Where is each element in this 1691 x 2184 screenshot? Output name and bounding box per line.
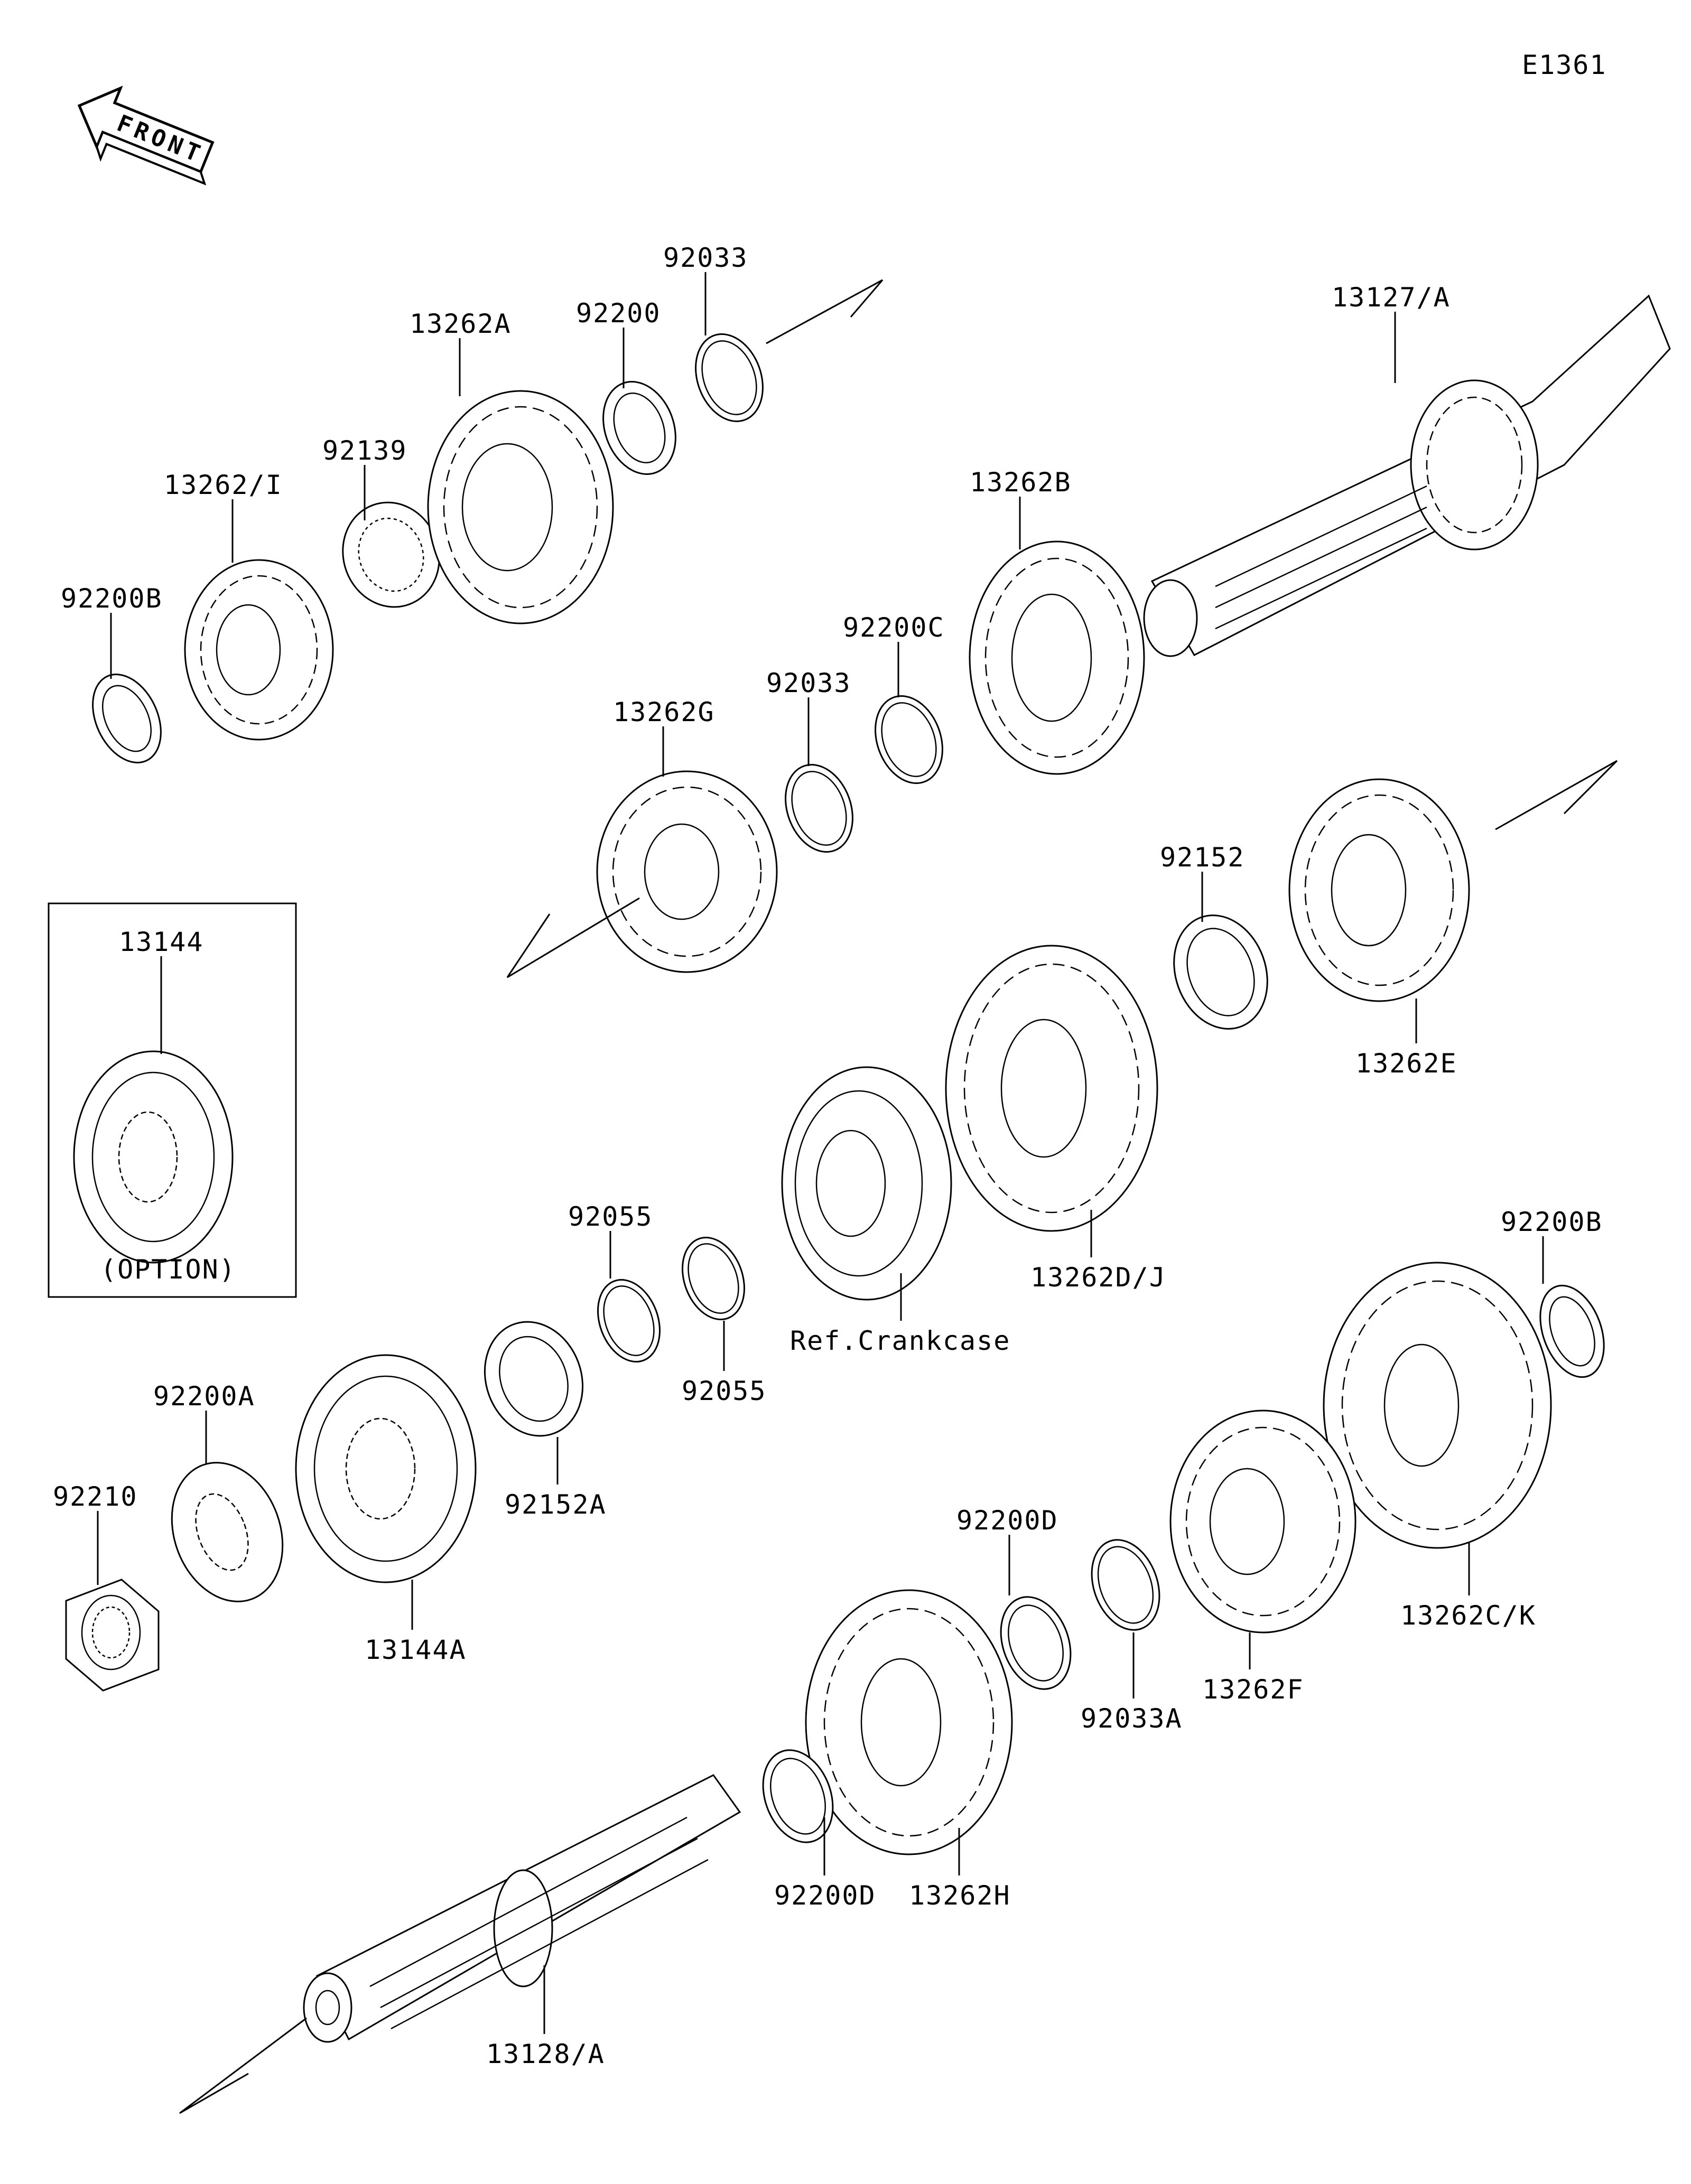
callout-13262B: 13262B xyxy=(970,467,1072,498)
callout-92200C: 92200C xyxy=(843,612,945,643)
callout-13262CK: 13262C/K xyxy=(1400,1600,1536,1631)
callout-92033-mid: 92033 xyxy=(766,668,851,698)
oring-92055-b xyxy=(682,1237,745,1320)
callout-13144: 13144 xyxy=(119,927,204,957)
callout-92152: 92152 xyxy=(1160,842,1245,873)
gear-13262DJ xyxy=(945,945,1158,1232)
callout-92200B-top: 92200B xyxy=(61,583,163,614)
axis-line-top xyxy=(766,279,884,344)
gear-13262H xyxy=(805,1589,1013,1855)
washer-92200B-top xyxy=(92,674,162,763)
callout-92200B-right: 92200B xyxy=(1501,1207,1603,1237)
callout-13262G: 13262G xyxy=(613,697,715,727)
callout-13128A: 13128/A xyxy=(486,2039,605,2069)
leader-lines xyxy=(97,272,1544,2034)
callout-13262DJ: 13262D/J xyxy=(1030,1262,1166,1293)
gear-13262E xyxy=(1288,778,1470,1002)
callout-92055-b: 92055 xyxy=(682,1376,767,1406)
callout-92139: 92139 xyxy=(322,435,407,466)
callout-92200D-a: 92200D xyxy=(956,1505,1058,1536)
option-box xyxy=(48,902,297,1298)
washer-92200A xyxy=(171,1462,284,1602)
callout-92200: 92200 xyxy=(576,298,661,329)
callout-13262I: 13262/I xyxy=(164,470,283,500)
axis-line-mid-right xyxy=(1495,760,1618,830)
bearing-ref-crankcase xyxy=(781,1066,952,1301)
callout-ref-crankcase: Ref.Crankcase xyxy=(790,1326,1010,1356)
callout-92210: 92210 xyxy=(53,1481,138,1512)
gear-13262F xyxy=(1169,1410,1356,1634)
callout-92033-top: 92033 xyxy=(663,242,748,273)
gear-13262CK xyxy=(1323,1262,1552,1549)
collar-92152A xyxy=(484,1321,584,1437)
oring-92055-a xyxy=(597,1279,661,1362)
circlip-92033-mid xyxy=(785,764,853,853)
gear-13262A xyxy=(427,390,614,624)
gear-13262B xyxy=(969,540,1145,775)
option-label: (OPTION) xyxy=(100,1254,236,1285)
circlip-92033A xyxy=(1091,1539,1160,1631)
washer-92200D-a xyxy=(1000,1596,1072,1690)
sprocket-13144 xyxy=(73,1050,234,1264)
callout-13127A: 13127/A xyxy=(1332,282,1451,313)
gear-13262I xyxy=(184,559,334,741)
washer-92200D-b xyxy=(762,1749,834,1843)
axis-line-bottom xyxy=(179,2017,307,2114)
shaft-13127A xyxy=(1143,294,1671,657)
callout-13262E: 13262E xyxy=(1355,1048,1457,1079)
shaft-13128A xyxy=(303,1774,741,2043)
callout-13262A: 13262A xyxy=(410,309,512,339)
callout-92033A: 92033A xyxy=(1081,1703,1183,1734)
callout-92200D-b: 92200D xyxy=(774,1880,876,1911)
nut-92210 xyxy=(65,1579,160,1692)
callout-13262F: 13262F xyxy=(1202,1674,1304,1705)
callout-92152A: 92152A xyxy=(505,1489,607,1520)
callout-92055-a: 92055 xyxy=(568,1201,653,1232)
sprocket-13144A xyxy=(295,1354,477,1583)
callout-13144A: 13144A xyxy=(365,1635,467,1665)
callout-92200A: 92200A xyxy=(153,1381,255,1412)
washer-92200C xyxy=(875,695,943,784)
circlip-92033-top xyxy=(695,333,764,422)
callout-13262H: 13262H xyxy=(909,1880,1011,1911)
front-arrow-icon: FRONT xyxy=(77,86,215,185)
washer-92200B-right xyxy=(1539,1284,1605,1378)
axis-line-mid-left xyxy=(506,897,640,978)
gear-13262G xyxy=(596,770,778,973)
collar-92152 xyxy=(1173,914,1268,1030)
diagram-id: E1361 xyxy=(1522,50,1607,80)
